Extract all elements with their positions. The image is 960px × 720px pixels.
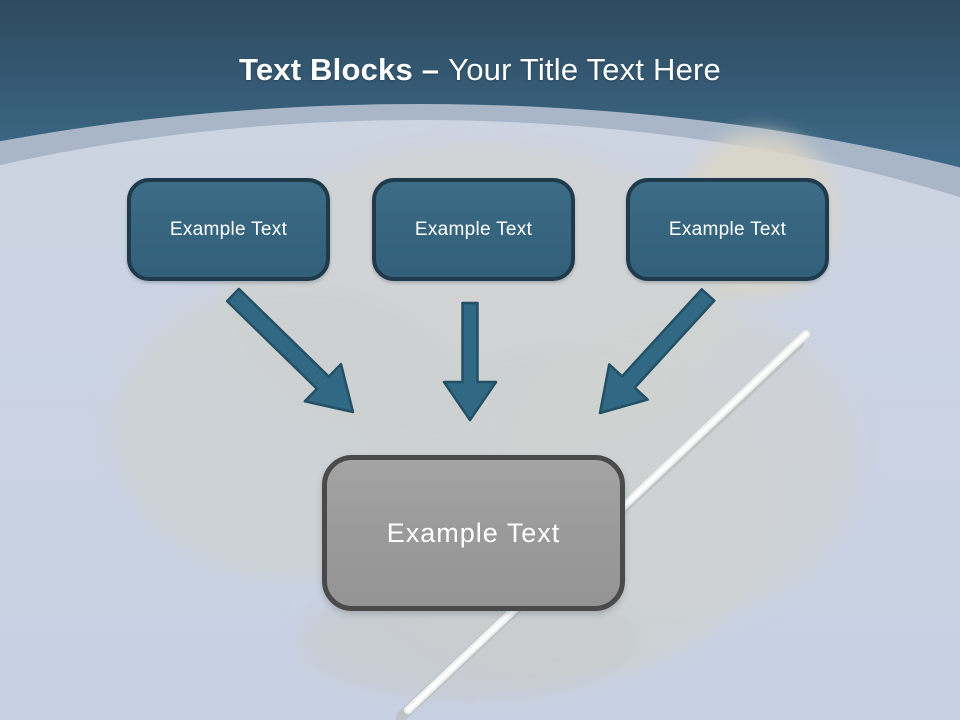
arrow-down-left-icon — [598, 288, 716, 415]
summary-block-label: Example Text — [386, 517, 561, 548]
arrow-down-icon — [442, 301, 498, 422]
text-block-1-label: Example Text — [169, 218, 288, 240]
title-light-segment: Your Title Text Here — [448, 52, 721, 87]
summary-block: Example Text — [322, 455, 625, 611]
text-block-3-label: Example Text — [668, 218, 787, 240]
text-block-2: Example Text — [372, 178, 575, 281]
text-block-2-label: Example Text — [414, 218, 533, 240]
text-block-3: Example Text — [626, 178, 829, 281]
title-bold-segment: Text Blocks – — [239, 52, 440, 87]
page-title: Text Blocks –Your Title Text Here — [0, 52, 960, 88]
arrow-down-right-icon — [225, 287, 355, 414]
text-block-1: Example Text — [127, 178, 330, 281]
